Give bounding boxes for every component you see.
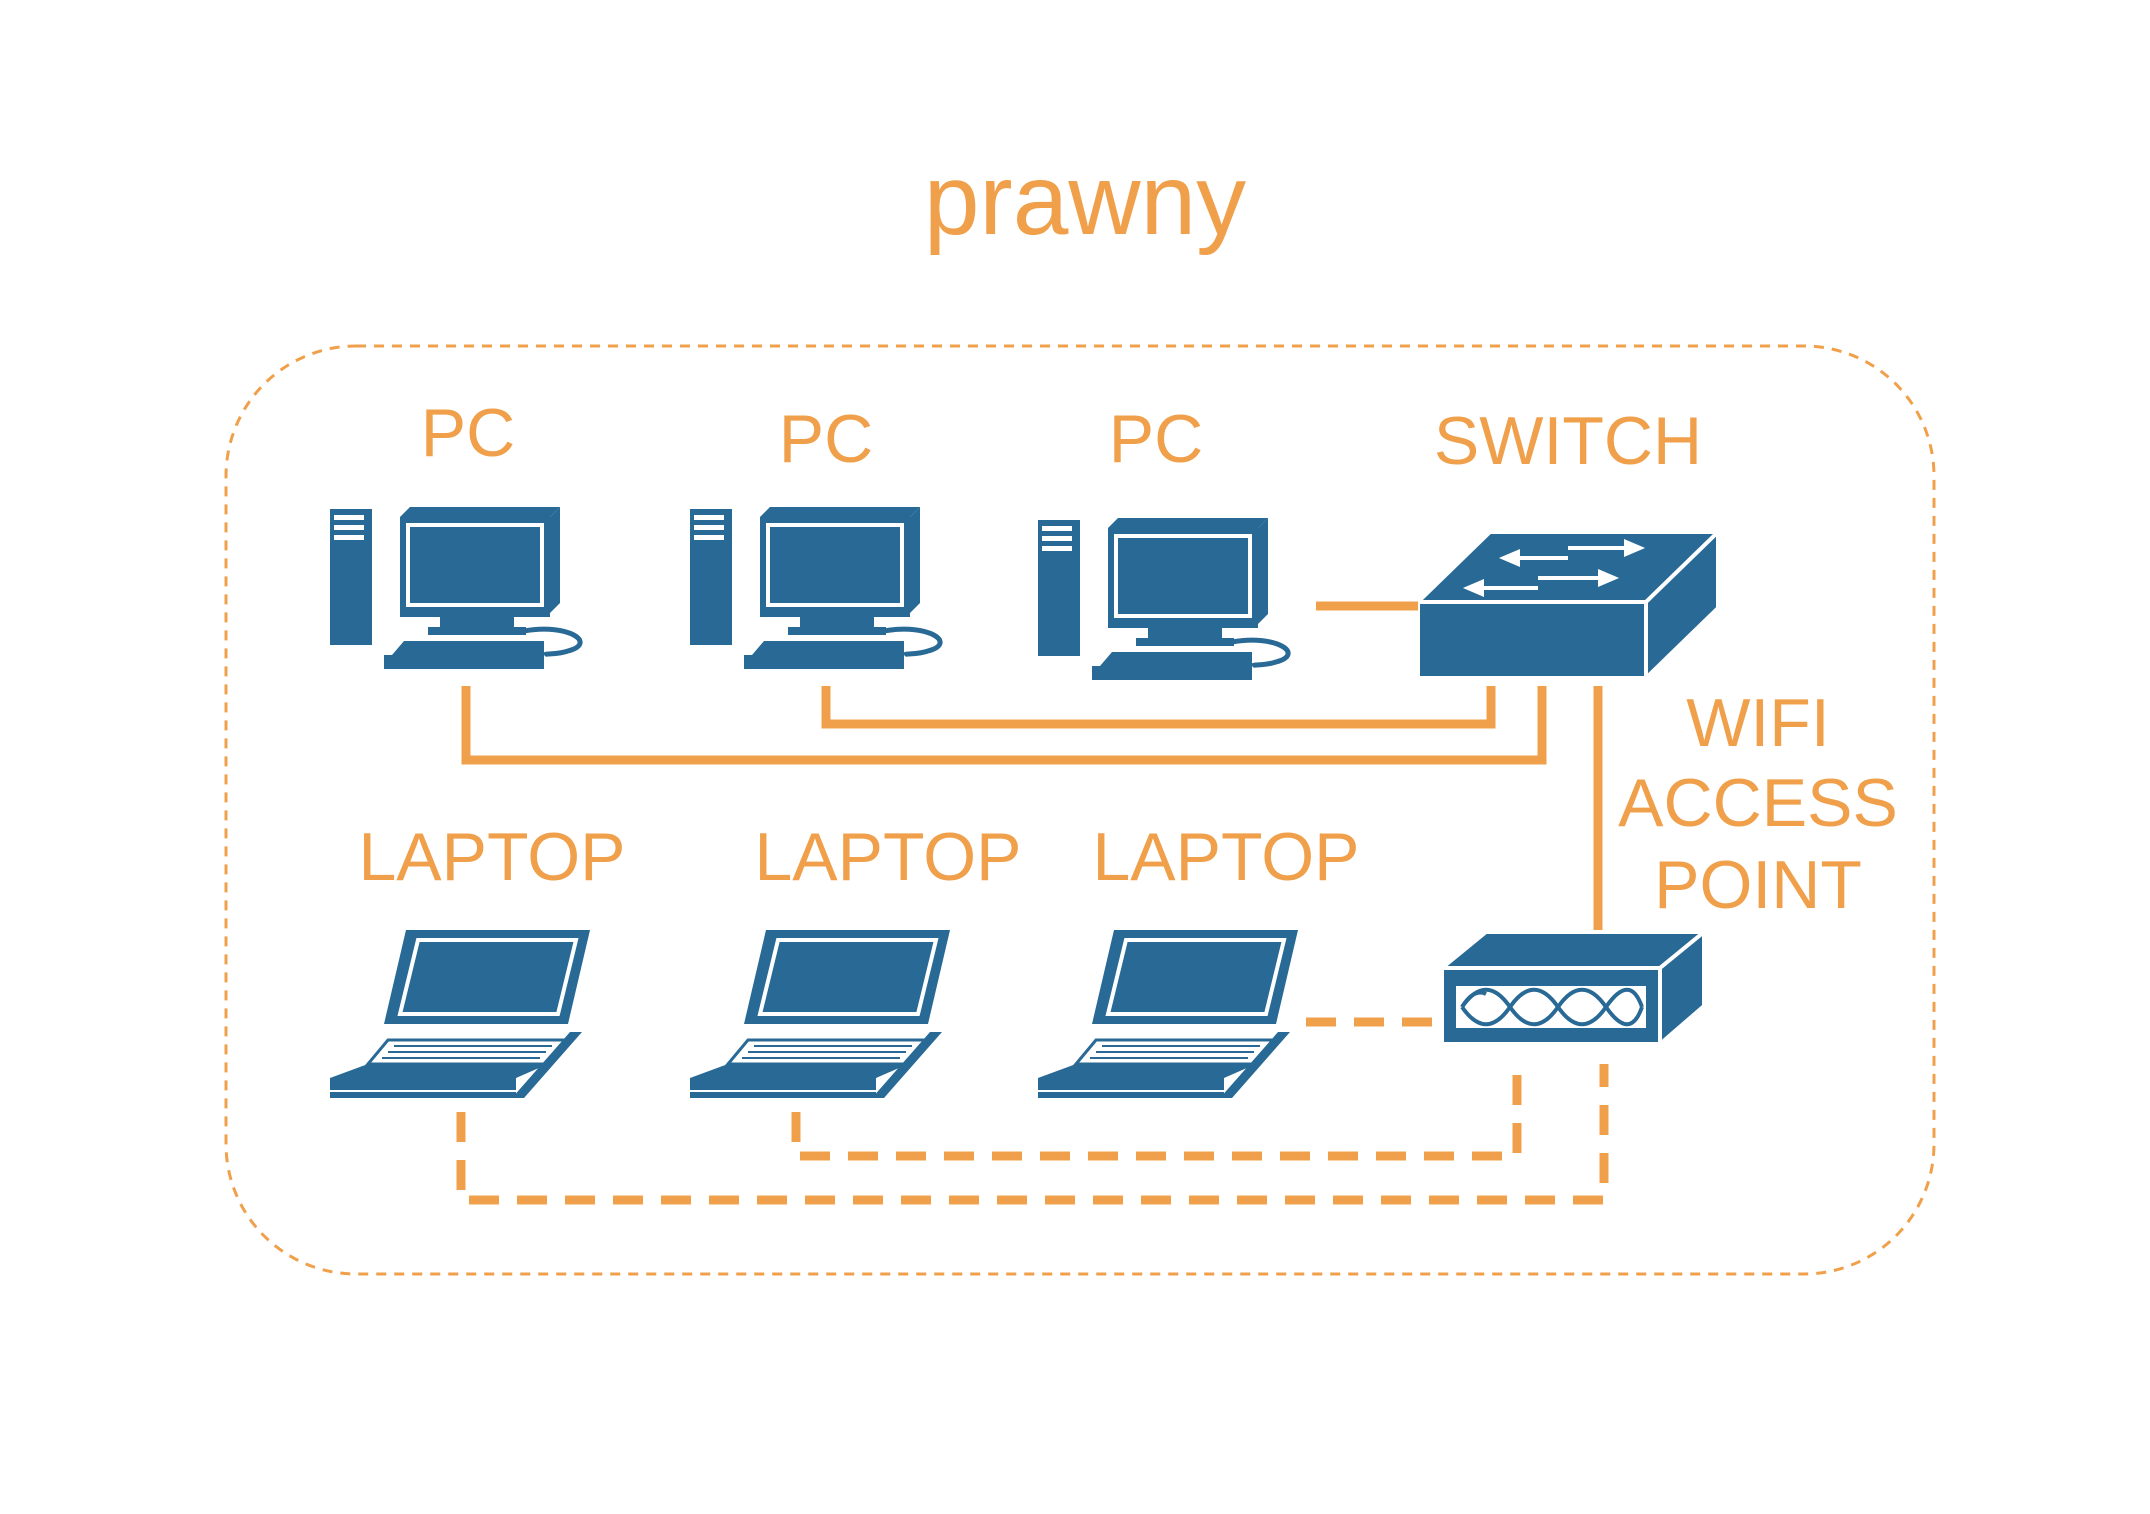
link-pc2-switch: [821, 686, 1496, 729]
link-laptop2-ap: [791, 1064, 1522, 1161]
wireless-connections: [456, 1017, 1609, 1205]
laptop3-label: LAPTOP: [1092, 819, 1359, 895]
wifi-ap-label-line-1: WIFI: [1686, 685, 1830, 761]
pc2-label: PC: [779, 401, 873, 477]
wifi-ap-label-line-3: POINT: [1654, 847, 1862, 923]
link-pc1-switch: [461, 686, 1547, 765]
laptop-icon: [688, 928, 952, 1100]
switch-label: SWITCH: [1434, 403, 1702, 479]
desktop-pc-icon: [690, 507, 940, 669]
wifi-access-point-icon: [1440, 930, 1706, 1046]
laptop-icon: [1036, 928, 1300, 1100]
diagram-title: prawny: [924, 144, 1246, 256]
laptop2-label: LAPTOP: [754, 819, 1021, 895]
network-switch-icon: [1418, 530, 1718, 680]
pc1-label: PC: [421, 395, 515, 471]
laptop-icon: [328, 928, 592, 1100]
desktop-pc-icon: [330, 507, 580, 669]
desktop-pc-icon: [1038, 518, 1288, 680]
pc3-label: PC: [1109, 401, 1203, 477]
wifi-ap-label-line-2: ACCESS: [1618, 765, 1898, 841]
laptop1-label: LAPTOP: [358, 819, 625, 895]
wired-connections: [461, 601, 1603, 932]
link-laptop1-ap: [456, 1064, 1609, 1205]
network-boundary: [224, 344, 1936, 1276]
